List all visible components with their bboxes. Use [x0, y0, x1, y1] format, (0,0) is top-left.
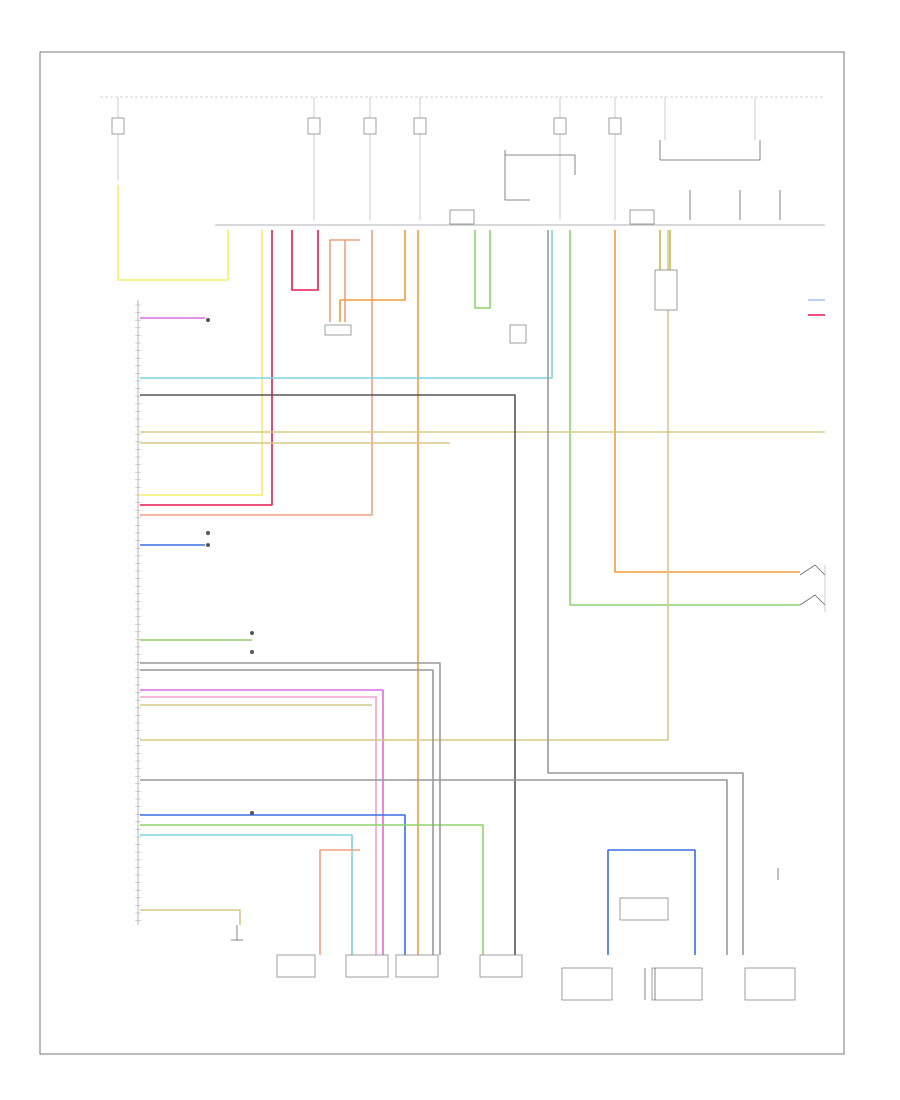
- wire-salmon: [140, 230, 373, 516]
- wire-blue: [607, 849, 696, 955]
- wire-magenta: [140, 689, 384, 955]
- component-box: [651, 967, 703, 1001]
- wire-blue: [140, 814, 406, 955]
- fuse-branches: [111, 97, 781, 220]
- component-box: [479, 954, 523, 978]
- wire-orange: [339, 230, 406, 322]
- wire-green: [474, 230, 491, 309]
- wire-orange: [614, 230, 800, 573]
- bottom-components: [231, 868, 796, 1001]
- wire-dark: [140, 394, 516, 955]
- component-box: [561, 967, 613, 1001]
- wire-red: [140, 230, 273, 506]
- wire-green: [140, 824, 484, 955]
- wire-yellow: [117, 185, 229, 281]
- wire-yellow: [140, 230, 263, 496]
- wire-gray: [140, 779, 728, 955]
- wire-red: [291, 230, 319, 291]
- component-box: [619, 897, 669, 921]
- wire-pink: [140, 696, 377, 955]
- component-box: [744, 967, 796, 1001]
- component-box: [395, 954, 439, 978]
- wire-layer: [117, 185, 825, 955]
- wire-salmon: [329, 239, 360, 322]
- wire-salmon: [319, 849, 360, 955]
- wire-tan: [140, 230, 669, 741]
- diagram-frame: [39, 51, 845, 1055]
- ecm-pin-ticks: [135, 304, 141, 921]
- wire-cyan: [140, 230, 553, 379]
- wire-tan: [140, 909, 241, 925]
- right-switches: [799, 564, 826, 612]
- wire-green: [569, 230, 800, 606]
- splice-points: [206, 318, 254, 815]
- component-box: [276, 954, 316, 978]
- wire-gray: [547, 230, 744, 955]
- wire-gray: [140, 669, 434, 955]
- wire-cyan: [140, 834, 353, 955]
- connector-clusters: [324, 209, 678, 344]
- wire-gray: [140, 662, 441, 955]
- component-box: [345, 954, 389, 978]
